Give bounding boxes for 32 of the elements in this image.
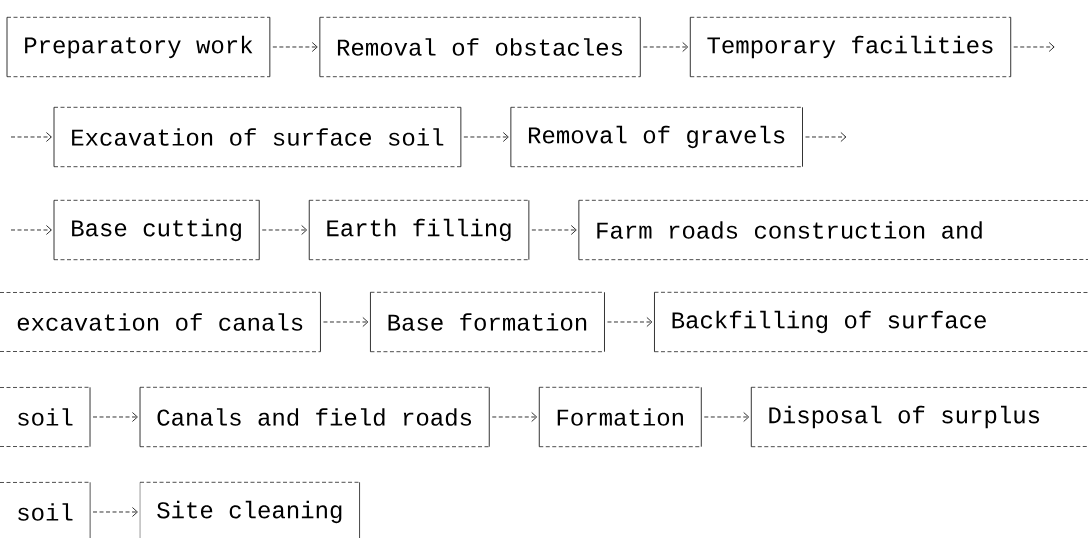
- process-box: Excavation of surface soil: [53, 106, 462, 168]
- arrow: [10, 132, 52, 142]
- process-box: Temporary facilities: [689, 16, 1012, 78]
- arrow: [607, 317, 653, 327]
- arrow: [92, 412, 138, 422]
- process-box: soil: [0, 481, 91, 538]
- arrow: [642, 42, 689, 52]
- process-box: Canals and field roads: [139, 386, 490, 448]
- process-box: Formation: [538, 386, 702, 448]
- arrow: [261, 225, 308, 235]
- arrow: [531, 225, 577, 235]
- process-box: Disposal of surplus: [750, 386, 1088, 448]
- process-box: Site cleaning: [139, 481, 361, 538]
- process-box: Preparatory work: [6, 16, 271, 78]
- arrow: [92, 507, 138, 517]
- process-box: Base formation: [370, 291, 605, 353]
- process-box: excavation of canals: [0, 291, 321, 353]
- process-box: Removal of obstacles: [319, 16, 641, 78]
- arrow: [805, 132, 847, 142]
- arrow: [463, 132, 509, 142]
- arrow: [1013, 42, 1055, 52]
- process-box: Backfilling of surface: [654, 291, 1088, 353]
- arrow: [10, 225, 52, 235]
- arrow: [272, 42, 318, 52]
- arrow: [703, 412, 750, 422]
- process-box: Base cutting: [53, 199, 260, 261]
- process-box: Earth filling: [308, 199, 530, 261]
- process-box: Farm roads construction and: [578, 199, 1088, 261]
- process-box: soil: [0, 386, 91, 448]
- process-box: Removal of gravels: [510, 106, 803, 168]
- arrow: [323, 317, 369, 327]
- arrow: [491, 412, 538, 422]
